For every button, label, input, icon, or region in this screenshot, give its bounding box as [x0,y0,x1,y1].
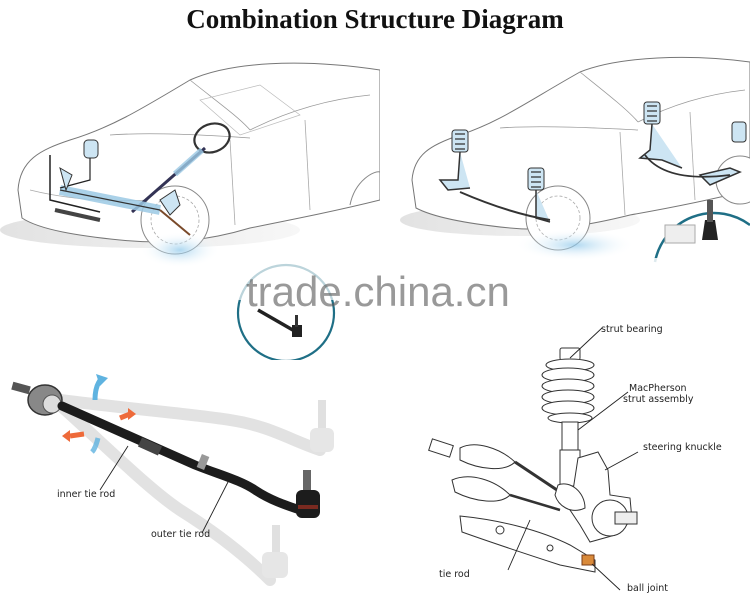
label-inner-tie-rod: inner tie rod [57,489,116,500]
watermark-text: trade.china.cn [246,268,510,315]
label-macpherson-line2: strut assembly [623,394,694,405]
label-steering-knuckle: steering knuckle [643,442,722,453]
steering-callout-circle [236,255,346,360]
label-tie-rod: tie rod [439,569,470,580]
label-strut-bearing: strut bearing [601,324,663,335]
suspension-car-illustration [400,40,750,300]
label-outer-tie-rod: outer tie rod [151,529,211,540]
diagram-title: Combination Structure Diagram [186,4,564,34]
label-ball-joint: ball joint [627,583,668,594]
label-macpherson-line1: MacPherson [629,383,687,394]
tie-rod-illustration [0,360,360,603]
steering-car-illustration [0,40,380,270]
macpherson-strut-illustration [420,320,750,603]
